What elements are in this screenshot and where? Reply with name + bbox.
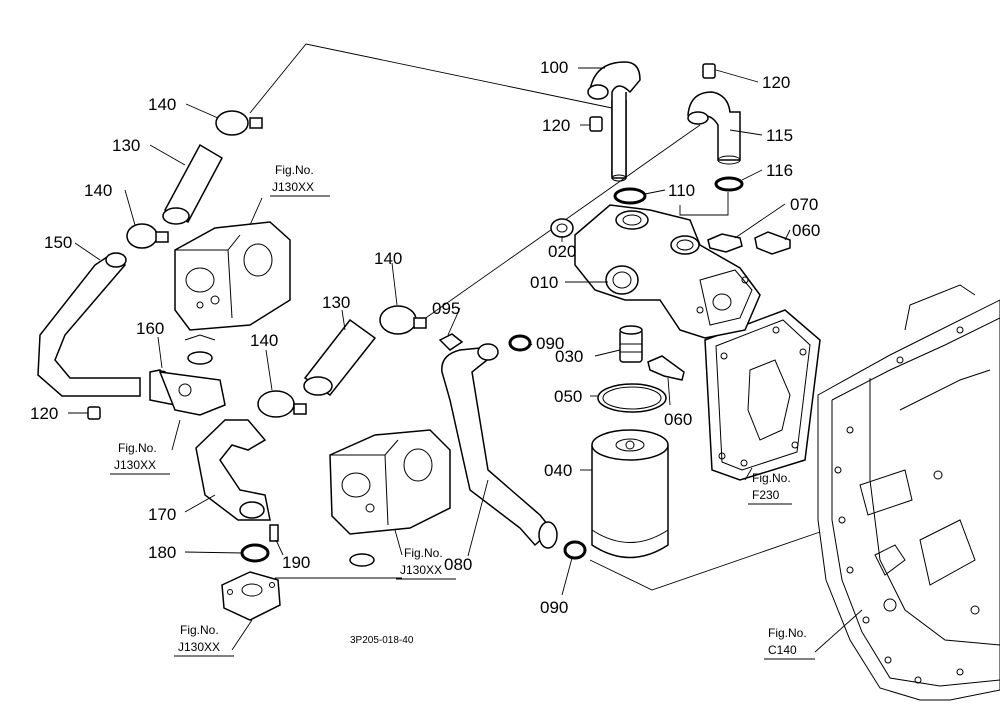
flange-lower — [221, 571, 281, 621]
callout-130-top: 130 — [112, 136, 140, 155]
plugs-120 — [87, 63, 716, 420]
callout-116: 116 — [766, 161, 793, 180]
callout-110: 110 — [668, 181, 695, 200]
callout-020: 020 — [548, 242, 576, 261]
callout-120-top: 120 — [762, 73, 790, 92]
callout-095: 095 — [432, 299, 460, 318]
callout-090-mid: 090 — [536, 334, 564, 353]
nipple-030 — [619, 325, 643, 363]
fig-ref-lower-flange: Fig.No. J130XX — [174, 623, 234, 657]
callout-040: 040 — [544, 461, 572, 480]
transmission-housing — [817, 284, 1000, 701]
callout-120-left: 120 — [30, 404, 58, 423]
svg-text:J130XX: J130XX — [272, 180, 314, 194]
callout-130-mid: 130 — [322, 293, 350, 312]
hose-080 — [441, 343, 558, 549]
callout-080: 080 — [444, 555, 472, 574]
svg-text:Fig.No.: Fig.No. — [118, 441, 157, 455]
callout-100: 100 — [540, 58, 568, 77]
callout-160: 160 — [136, 319, 164, 338]
figure-references: Fig.No. J130XX Fig.No. J130XX Fig.No. J1… — [110, 163, 815, 660]
fig-ref-upper-pump: Fig.No. J130XX — [270, 163, 330, 197]
callout-140-top: 140 — [148, 95, 176, 114]
callout-120-mid: 120 — [542, 116, 570, 135]
callout-190: 190 — [282, 553, 310, 572]
fig-ref-left-flange: Fig.No. J130XX — [110, 441, 170, 475]
fig-ref-lower-pump: Fig.No. J130XX — [396, 546, 456, 580]
fig-ref-housing: Fig.No. C140 — [764, 626, 815, 660]
svg-text:Fig.No.: Fig.No. — [404, 546, 443, 560]
svg-text:J130XX: J130XX — [178, 640, 220, 654]
bolts — [647, 231, 791, 381]
svg-text:J130XX: J130XX — [400, 563, 442, 577]
callout-140-mid: 140 — [374, 249, 402, 268]
callout-115: 115 — [766, 126, 793, 145]
pipe-100 — [587, 61, 641, 182]
svg-text:Fig.No.: Fig.No. — [768, 626, 807, 640]
leader-lines — [68, 67, 863, 653]
hose-150 — [37, 252, 141, 397]
filter-head — [574, 204, 761, 339]
hoses-130 — [162, 143, 377, 397]
seal-020 — [550, 218, 574, 238]
filter-cartridge — [591, 429, 669, 559]
callout-170: 170 — [148, 505, 176, 524]
callout-060-right: 060 — [792, 221, 820, 240]
pump-upper — [174, 221, 291, 365]
fig-ref-gasket: Fig.No. F230 — [748, 471, 792, 505]
svg-text:Fig.No.: Fig.No. — [752, 471, 791, 485]
hose-170 — [195, 419, 271, 521]
svg-text:Fig.No.: Fig.No. — [275, 163, 314, 177]
pipe-115 — [687, 91, 741, 165]
callout-180: 180 — [148, 543, 176, 562]
pump-lower — [329, 429, 451, 567]
callout-090-low: 090 — [540, 598, 568, 617]
callout-010: 010 — [530, 273, 558, 292]
callout-030: 030 — [555, 347, 583, 366]
callout-140-left: 140 — [84, 181, 112, 200]
callout-labels: 100 120 115 140 130 120 110 116 140 070 … — [30, 58, 820, 617]
svg-text:F230: F230 — [752, 488, 780, 502]
drawing-code: 3P205-018-40 — [350, 635, 414, 646]
callout-060-low: 060 — [664, 410, 692, 429]
cover-gasket — [704, 309, 821, 481]
svg-text:C140: C140 — [768, 643, 797, 657]
clamps-140 — [126, 110, 427, 418]
elbow-160 — [149, 369, 226, 416]
bleeder-095 — [438, 333, 464, 351]
callout-140-low: 140 — [250, 331, 278, 350]
callout-070: 070 — [790, 195, 818, 214]
callout-050: 050 — [554, 387, 582, 406]
svg-text:J130XX: J130XX — [114, 458, 156, 472]
pin-190 — [269, 524, 279, 542]
svg-text:Fig.No.: Fig.No. — [180, 623, 219, 637]
callout-150: 150 — [44, 233, 72, 252]
